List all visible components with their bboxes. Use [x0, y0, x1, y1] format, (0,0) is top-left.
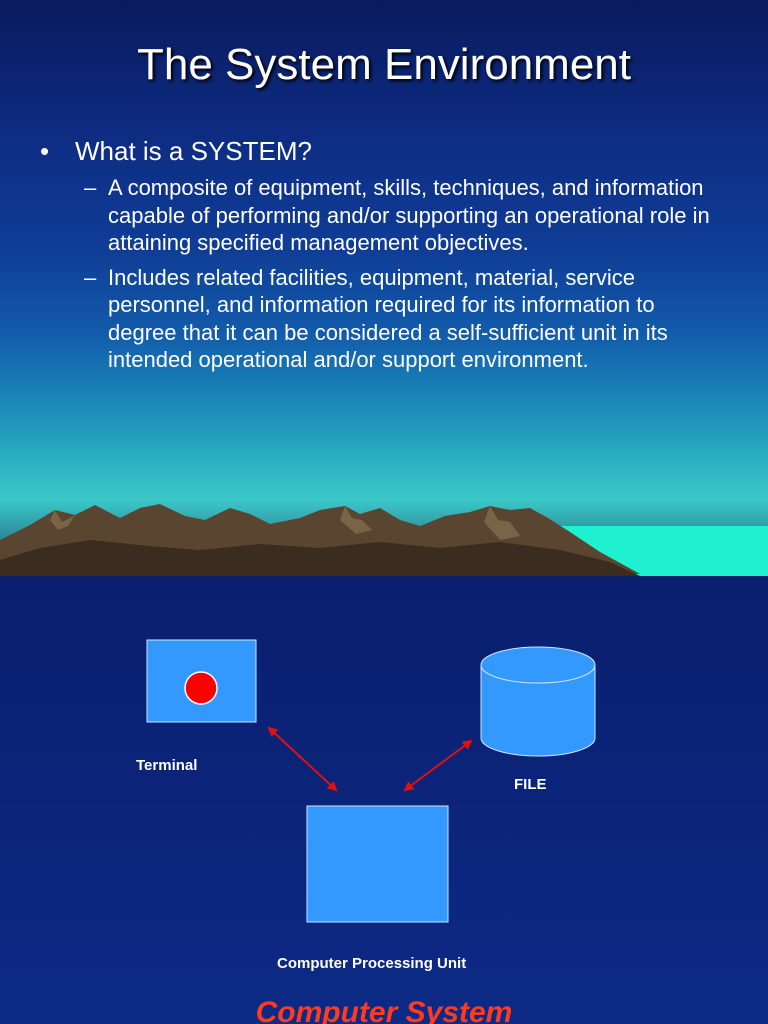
- cpu-box: [306, 805, 449, 923]
- sub-item-text: Includes related facilities, equipment, …: [108, 264, 668, 373]
- mountain-highlight: [50, 510, 75, 530]
- file-cpu-arrow: [403, 739, 473, 792]
- sub-item-includes: – Includes related facilities, equipment…: [84, 264, 724, 374]
- mountain-highlight: [484, 506, 520, 540]
- computer-system-diagram: [146, 639, 596, 923]
- dash-icon: –: [84, 175, 97, 200]
- mountain-highlight: [340, 506, 372, 534]
- sub-item-text: A composite of equipment, skills, techni…: [108, 175, 710, 255]
- bullet-item: • What is a SYSTEM?: [40, 135, 740, 167]
- sub-item-definition: – A composite of equipment, skills, tech…: [84, 174, 724, 257]
- mountain-shadow: [0, 540, 640, 576]
- mountain-landscape-illustration: [0, 504, 768, 576]
- terminal-indicator-icon: [184, 671, 218, 705]
- terminal-label: Terminal: [136, 757, 198, 774]
- file-cylinder-icon: [480, 646, 596, 757]
- slide-title: The System Environment: [137, 40, 631, 89]
- bullet-dot-icon: •: [40, 136, 50, 166]
- terminal-cpu-arrow: [267, 726, 338, 792]
- file-label: FILE: [514, 776, 547, 793]
- caption-computer-system: Computer System: [255, 996, 513, 1024]
- slide-system-environment: The System Environment • What is a SYSTE…: [0, 0, 768, 576]
- dash-icon: –: [84, 264, 97, 290]
- bullet-list: • What is a SYSTEM? – A composite of equ…: [40, 135, 740, 374]
- cpu-label: Computer Processing Unit: [277, 955, 467, 972]
- bullet-text: What is a SYSTEM?: [75, 136, 312, 166]
- slide-computer-system: Terminal FILE Computer Processing Unit C…: [0, 576, 768, 1024]
